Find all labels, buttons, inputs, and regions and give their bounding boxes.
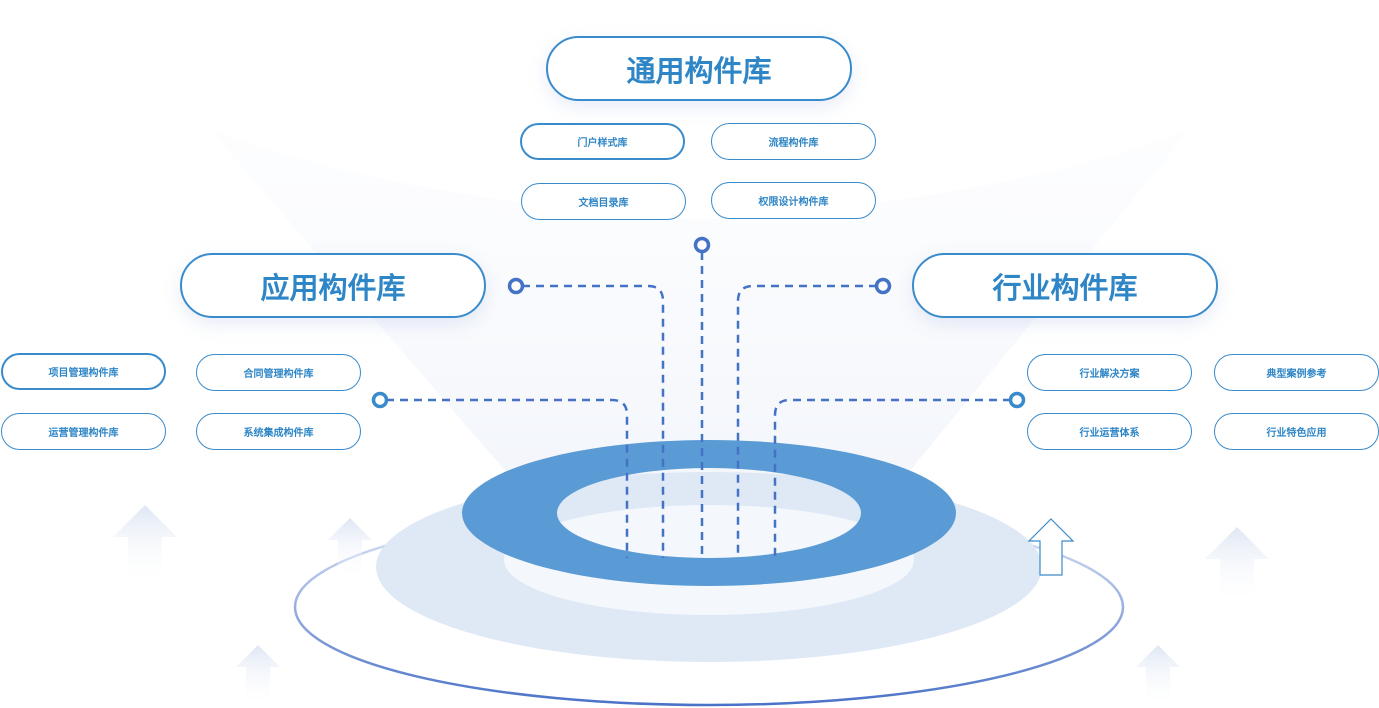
application-item[interactable]: 项目管理构件库 bbox=[1, 353, 166, 390]
application-library-title: 应用构件库 bbox=[180, 253, 486, 318]
arrow-icons bbox=[113, 505, 1269, 708]
general-item[interactable]: 权限设计构件库 bbox=[711, 182, 876, 219]
connector-nodes bbox=[371, 236, 1026, 409]
node-dot bbox=[507, 277, 525, 295]
application-item[interactable]: 合同管理构件库 bbox=[196, 354, 361, 391]
general-item[interactable]: 门户样式库 bbox=[520, 123, 685, 160]
industry-item[interactable]: 行业特色应用 bbox=[1214, 413, 1379, 450]
up-arrow-icon bbox=[236, 645, 280, 708]
up-arrow-icon bbox=[1136, 645, 1180, 708]
industry-library-title: 行业构件库 bbox=[912, 253, 1218, 318]
node-dot bbox=[874, 277, 892, 295]
node-dot bbox=[693, 236, 711, 254]
node-dot bbox=[371, 391, 389, 409]
industry-item[interactable]: 行业运营体系 bbox=[1027, 413, 1192, 450]
industry-item[interactable]: 行业解决方案 bbox=[1027, 354, 1192, 391]
connector-lines bbox=[386, 252, 1011, 558]
connector-application bbox=[522, 284, 665, 558]
general-library-title: 通用构件库 bbox=[546, 36, 852, 101]
ring bbox=[462, 440, 956, 586]
general-item[interactable]: 流程构件库 bbox=[711, 123, 876, 160]
up-arrow-icon bbox=[113, 505, 177, 585]
node-dot bbox=[1008, 391, 1026, 409]
up-arrow-icon bbox=[328, 518, 372, 580]
up-arrow-icon bbox=[1027, 518, 1075, 576]
industry-item[interactable]: 典型案例参考 bbox=[1214, 354, 1379, 391]
up-arrow-icon bbox=[1205, 527, 1269, 605]
general-item[interactable]: 文档目录库 bbox=[521, 183, 686, 220]
light-beam bbox=[210, 130, 1190, 580]
application-item[interactable]: 系统集成构件库 bbox=[196, 413, 361, 450]
connector-application-items bbox=[386, 398, 629, 558]
application-item[interactable]: 运营管理构件库 bbox=[1, 413, 166, 450]
connector-industry-items bbox=[773, 398, 1011, 558]
